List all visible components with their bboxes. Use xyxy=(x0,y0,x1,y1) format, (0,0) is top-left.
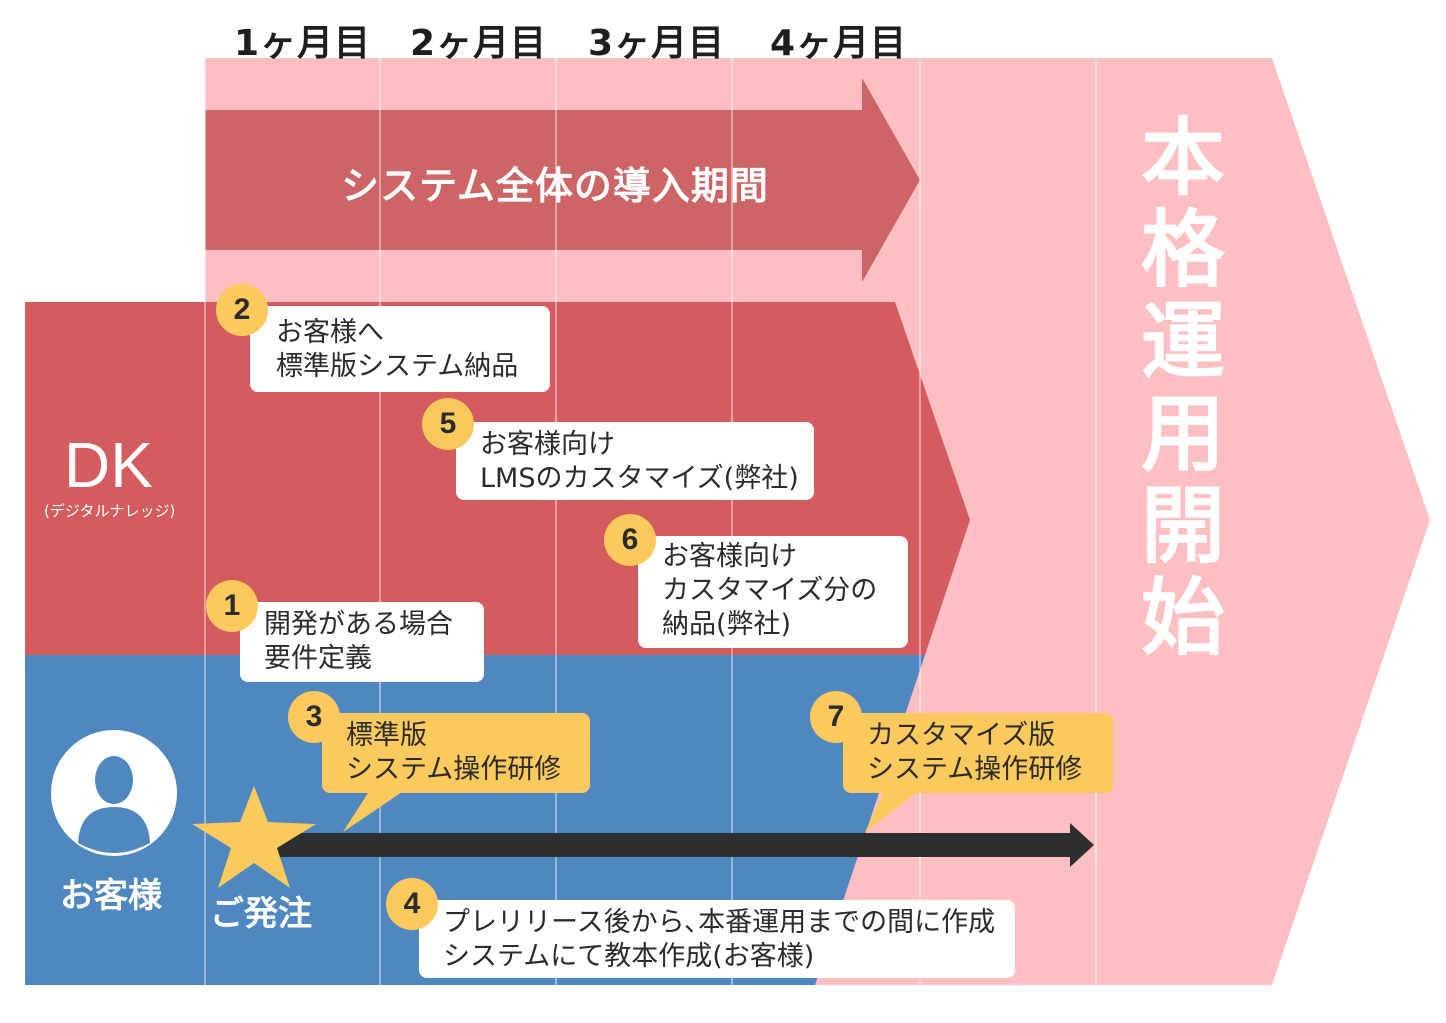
month-3-label: 3ヶ月目 xyxy=(588,23,726,64)
launch-char: 運 xyxy=(1140,293,1225,391)
step-7-badge: 7 xyxy=(810,691,862,743)
callout-3-tail xyxy=(343,790,405,832)
timeline-arrow xyxy=(270,823,1094,867)
dk-lane-title: DK xyxy=(64,429,153,501)
launch-char: 開 xyxy=(1140,477,1225,575)
dk-lane-subtitle: (デジタルナレッジ) xyxy=(44,502,176,520)
month-2-label: 2ヶ月目 xyxy=(410,23,548,64)
order-star-icon xyxy=(192,786,316,888)
step-3-badge: 3 xyxy=(288,691,340,743)
step-6-line: 納品(弊社) xyxy=(662,609,792,640)
launch-char: 用 xyxy=(1140,385,1225,483)
step-5-badge: 5 xyxy=(422,398,474,450)
step-6-line: カスタマイズ分の xyxy=(662,575,878,606)
launch-char: 本 xyxy=(1140,109,1225,207)
step-4-line: プレリリース後から､本番運用までの間に作成 xyxy=(443,907,996,938)
step-2-line: お客様へ xyxy=(276,317,384,348)
step-7-line: カスタマイズ版 xyxy=(867,720,1056,751)
customer-lane-title: お客様 xyxy=(60,876,162,916)
step-6-callout: お客様向け カスタマイズ分の 納品(弊社) xyxy=(638,536,908,648)
month-4-label: 4ヶ月目 xyxy=(770,23,908,64)
month-1-label: 1ヶ月目 xyxy=(234,23,372,64)
callout-7-tail xyxy=(865,790,920,832)
launch-char: 始 xyxy=(1140,569,1225,667)
order-label: ご発注 xyxy=(210,894,312,934)
phase-label: システム全体の導入期間 xyxy=(341,164,769,208)
launch-char: 格 xyxy=(1140,201,1225,299)
launch-label: 本 格 運 用 開 始 xyxy=(1138,112,1228,664)
month-gridlines xyxy=(204,58,1097,985)
step-4-line: システムにて教本作成(お客様) xyxy=(443,941,815,972)
step-7-line: システム操作研修 xyxy=(867,754,1083,785)
step-6-line: お客様向け xyxy=(662,541,797,572)
step-5-line: LMSのカスタマイズ(弊社) xyxy=(480,463,799,494)
step-3-callout: 標準版 システム操作研修 xyxy=(322,713,590,793)
step-1-line: 要件定義 xyxy=(264,643,372,674)
step-7-callout: カスタマイズ版 システム操作研修 xyxy=(843,713,1113,793)
step-5-callout: お客様向け LMSのカスタマイズ(弊社) xyxy=(456,422,814,500)
step-2-callout: お客様へ 標準版システム納品 xyxy=(250,306,550,392)
phase-arrow xyxy=(205,78,920,282)
step-2-line: 標準版システム納品 xyxy=(276,351,519,382)
step-1-line: 開発がある場合 xyxy=(264,609,453,640)
step-3-line: システム操作研修 xyxy=(346,754,562,785)
step-5-line: お客様向け xyxy=(480,429,615,460)
customer-avatar-icon xyxy=(51,730,177,856)
step-3-line: 標準版 xyxy=(346,720,427,751)
step-6-badge: 6 xyxy=(604,514,656,566)
step-4-badge: 4 xyxy=(386,878,438,930)
step-1-badge: 1 xyxy=(206,580,258,632)
step-1-callout: 開発がある場合 要件定義 xyxy=(240,602,484,682)
step-2-badge: 2 xyxy=(216,284,268,336)
step-4-callout: プレリリース後から､本番運用までの間に作成 システムにて教本作成(お客様) xyxy=(419,900,1015,978)
